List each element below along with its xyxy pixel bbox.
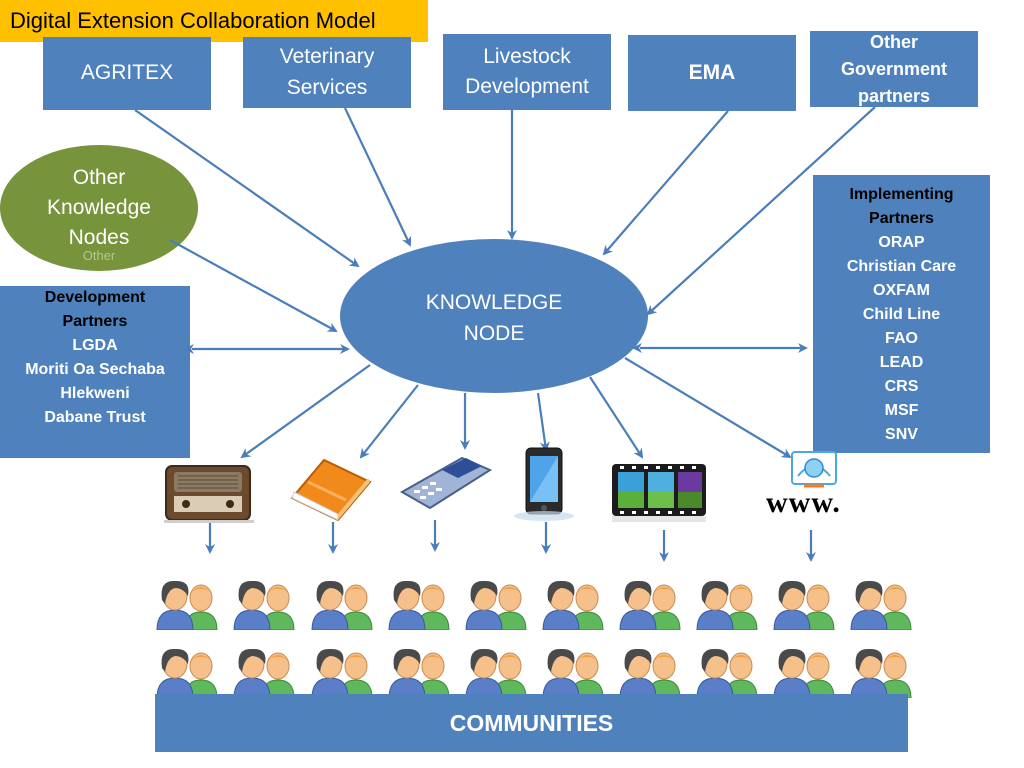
people-pair-icon [850,648,912,698]
arrow-agritex [134,109,360,268]
other-gov-line2: Government [840,58,948,79]
arrow-to-video [589,376,644,459]
book-icon [290,458,372,522]
people-pair-icon [311,648,373,698]
people-pair-icon [388,580,450,630]
impl-partner-item: LEAD [879,354,924,371]
vet-label-line2: Services [286,75,368,99]
impl-partners-heading-line2: Partners [869,210,934,227]
people-pair-icon [311,580,373,630]
dev-partner-item: LGDA [72,337,118,354]
dev-partners-heading-line2: Partners [62,313,128,330]
vet-label-line1: Veterinary [279,45,375,69]
other-nodes-line2: Knowledge [47,196,151,219]
knowledge-node-line1: KNOWLEDGE [425,291,563,314]
impl-partners-heading-line1: Implementing [849,186,954,203]
people-pair-icon [773,648,835,698]
other-nodes-line3: Nodes [68,226,130,249]
impl-partner-item: Christian Care [846,258,957,275]
dev-partner-item: Moriti Oa Sechaba [25,361,165,378]
radio-icon [164,465,254,523]
arrow-to-book [359,384,419,459]
other-gov-line1: Other [869,31,918,52]
web-icon: www. [764,446,856,524]
impl-partner-item: CRS [884,378,919,395]
impl-partner-item: OXFAM [873,282,930,299]
livestock-label-line1: Livestock [483,44,571,68]
people-pair-icon [619,580,681,630]
arrow-other-government [646,106,876,316]
dev-partner-item: Hlekweni [60,385,130,402]
globe-monitor-icon [791,451,837,488]
people-pair-icon [850,580,912,630]
impl-partner-item: MSF [884,402,919,419]
impl-partner-item: FAO [885,330,918,347]
mobile-phone-icon [399,456,493,510]
impl-partner-item: SNV [885,426,918,443]
development-partners-panel: Development Partners LGDA Moriti Oa Sech… [0,286,190,458]
livestock-label-line2: Development [465,75,589,98]
www-text: www. [766,486,841,519]
arrow-to-web [624,357,792,459]
communities-bar: COMMUNITIES [155,694,908,752]
people-pair-icon [696,648,758,698]
implementing-partners-panel: Implementing Partners ORAP Christian Car… [813,175,990,453]
other-government-box: Other Government partners [810,31,978,107]
people-pair-icon [773,580,835,630]
knowledge-node-ellipse: KNOWLEDGE NODE [340,239,648,393]
arrow-other-nodes [169,239,338,332]
smartphone-icon [514,447,574,521]
other-knowledge-nodes-ellipse: Other Knowledge Nodes Other [0,145,198,271]
people-pair-icon [465,580,527,630]
ema-label: EMA [688,60,736,84]
dev-partners-heading-line1: Development [44,289,146,306]
impl-partner-item: Child Line [862,306,941,323]
people-pair-icon [233,580,295,630]
arrow-to-smartphone [536,392,550,452]
people-pair-icon [465,648,527,698]
other-nodes-line1: Other [72,166,126,189]
people-pair-icon [696,580,758,630]
agritex-box: AGRITEX [43,37,211,110]
arrow-veterinary [344,107,412,247]
people-pair-icon [542,580,604,630]
diagram-title: Digital Extension Collaboration Model [0,0,428,42]
ema-box: EMA [628,35,796,111]
agritex-label: AGRITEX [80,61,174,85]
film-strip-icon [612,464,706,522]
other-gov-line3: partners [857,85,931,106]
dev-partner-item: Dabane Trust [44,409,146,426]
people-pair-icon [156,580,218,630]
people-pair-icon [156,648,218,698]
arrow-ema [602,110,729,256]
people-pair-icon [388,648,450,698]
people-pair-icon [542,648,604,698]
veterinary-services-box: Veterinary Services [243,37,411,108]
livestock-development-box: Livestock Development [443,34,611,110]
people-pair-icon [619,648,681,698]
arrow-to-radio [240,364,371,459]
people-pair-icon [233,648,295,698]
knowledge-node-line2: NODE [463,322,525,345]
other-nodes-ghost-text: Other [82,248,116,263]
impl-partner-item: ORAP [878,234,925,251]
